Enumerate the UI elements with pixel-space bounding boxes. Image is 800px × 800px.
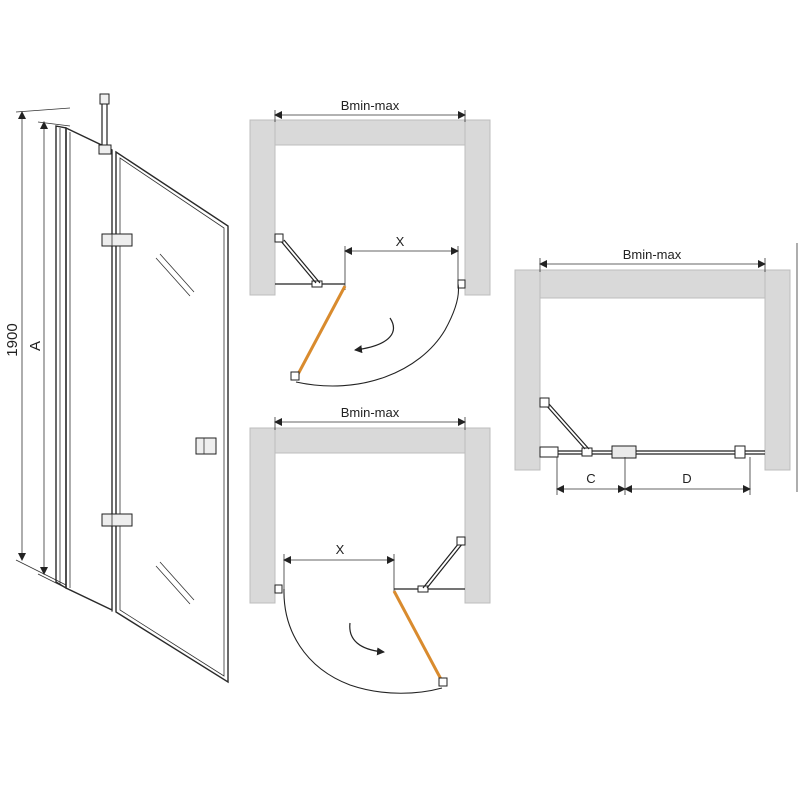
plan-right: Bmin-max C D <box>514 243 798 495</box>
d-dimension <box>624 457 751 495</box>
x-label-bottom: X <box>336 542 345 557</box>
c-label: C <box>586 471 595 486</box>
swing-glass-panel <box>111 150 229 684</box>
b-dimension-right <box>539 258 766 272</box>
front-view: 1900 A <box>4 93 229 684</box>
height-label: 1900 <box>4 323 21 356</box>
swing-arrow-bottom <box>349 622 385 656</box>
wall-profile <box>55 125 67 590</box>
plan-bottom: Bmin-max X <box>249 405 491 694</box>
glass-line-right <box>539 397 765 459</box>
fixed-panel-top <box>274 233 345 288</box>
door-knob <box>195 437 217 455</box>
fixed-panel-bottom <box>394 536 466 593</box>
x-dimension-bottom <box>283 554 395 592</box>
door-handle-top <box>290 371 300 381</box>
hinge-bottom <box>101 513 133 527</box>
a-label: A <box>27 341 44 351</box>
a-dimension-line <box>37 121 71 589</box>
b-label-top: Bmin-max <box>341 98 400 113</box>
swing-glass-bottom <box>392 590 445 684</box>
swing-arc-top <box>295 283 460 387</box>
wall-stop-bottom <box>274 584 283 594</box>
stabilizer-bar <box>98 93 112 155</box>
plan-top: Bmin-max X <box>249 98 491 387</box>
wall-stop-top <box>457 279 466 289</box>
fixed-glass-panel <box>65 126 113 612</box>
b-dimension-bottom <box>274 417 466 430</box>
swing-arc-bottom <box>283 588 443 694</box>
x-dimension-top <box>344 246 459 290</box>
b-dimension-top <box>274 110 466 122</box>
d-label: D <box>682 471 691 486</box>
swing-arrow-top <box>354 317 394 354</box>
swing-glass-top <box>294 285 347 379</box>
x-label-top: X <box>396 234 405 249</box>
hinge-top <box>101 233 133 247</box>
b-label-right: Bmin-max <box>623 247 682 262</box>
door-handle-bottom <box>438 677 448 687</box>
b-label-bottom: Bmin-max <box>341 405 400 420</box>
